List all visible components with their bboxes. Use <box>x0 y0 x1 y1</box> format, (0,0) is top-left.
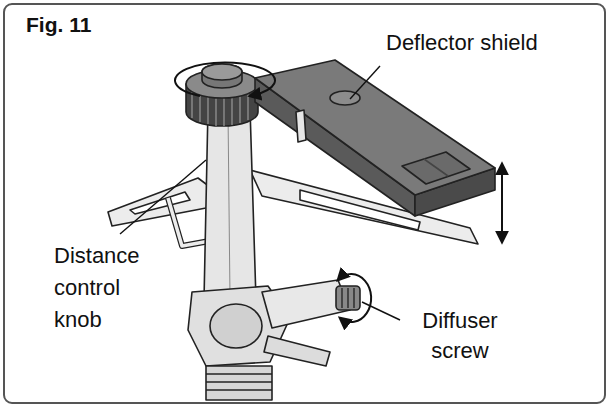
part-label: Distance control knob <box>54 240 160 336</box>
figure-title: Fig. 11 <box>26 12 91 37</box>
part-label: Diffuser screw <box>404 306 516 365</box>
leader-lines <box>120 66 400 320</box>
motion-arrows <box>175 62 502 322</box>
figure-border <box>4 4 605 403</box>
part-label: Deflector shield <box>386 30 586 56</box>
